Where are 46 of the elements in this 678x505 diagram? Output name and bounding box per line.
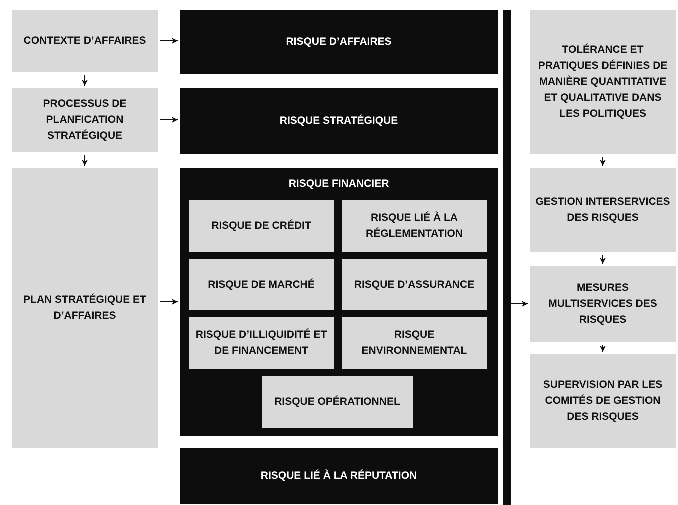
process-box xyxy=(530,168,676,252)
arrow xyxy=(160,117,178,123)
box-label: MESURES MULTISERVICES DES RISQUES xyxy=(548,281,658,328)
arrow xyxy=(82,74,88,86)
box-label: RISQUE ENVIRONNEMENTAL xyxy=(360,328,468,359)
box-label: RISQUE LIÉ À LA RÉPUTATION xyxy=(260,468,418,484)
box-label: GESTION INTERSERVICES DES RISQUES xyxy=(534,195,672,226)
process-box xyxy=(189,200,334,252)
box-label: RISQUE DE CRÉDIT xyxy=(212,218,312,234)
process-box xyxy=(189,259,334,310)
process-box xyxy=(12,10,158,72)
process-box xyxy=(342,317,487,369)
box-label: RISQUE STRATÉGIQUE xyxy=(280,114,398,129)
process-box xyxy=(530,266,676,342)
arrow xyxy=(82,154,88,166)
box-label: PLAN STRATÉGIQUE ET D’AFFAIRES xyxy=(22,292,148,324)
box-label: PROCESSUS DE PLANFICATION STRATÉGIQUE xyxy=(42,97,128,144)
arrow xyxy=(600,156,606,166)
risk-box xyxy=(180,88,498,154)
risk-box xyxy=(180,448,498,504)
process-box xyxy=(12,88,158,152)
box-label: RISQUE D’ASSURANCE xyxy=(354,278,475,292)
process-box xyxy=(530,10,676,154)
process-box xyxy=(262,376,413,428)
box-label: RISQUE DE MARCHÉ xyxy=(208,278,315,292)
risk-box xyxy=(180,168,498,436)
risk-box xyxy=(180,10,498,74)
process-box xyxy=(189,317,334,369)
box-label: RISQUE OPÉRATIONNEL xyxy=(274,394,400,410)
box-label: RISQUE D’ILLIQUIDITÉ ET DE FINANCEMENT xyxy=(194,328,328,359)
process-box xyxy=(342,200,487,252)
arrow xyxy=(160,38,178,44)
process-box xyxy=(12,168,158,448)
process-box xyxy=(530,354,676,448)
box-label: SUPERVISION PAR LES COMITÉS DE GESTION DES RISQUES xyxy=(542,378,664,425)
box-label: RISQUE LIÉ À LA RÉGLEMENTATION xyxy=(364,210,464,242)
arrow xyxy=(600,254,606,264)
box-label: TOLÉRANCE ET PRATIQUES DÉFINIES DE MANIÈRE QUANTITATIVE ET QUALITATIVE DANS LES POLITIQUES xyxy=(537,42,669,122)
box-label: CONTEXTE D’AFFAIRES xyxy=(24,34,146,49)
arrow xyxy=(600,344,606,352)
process-box xyxy=(342,259,487,310)
vertical-bar xyxy=(503,10,511,505)
arrow xyxy=(160,299,178,305)
arrow xyxy=(510,301,528,307)
box-label: RISQUE D’AFFAIRES xyxy=(286,35,392,50)
box-label: RISQUE FINANCIER xyxy=(288,177,390,192)
